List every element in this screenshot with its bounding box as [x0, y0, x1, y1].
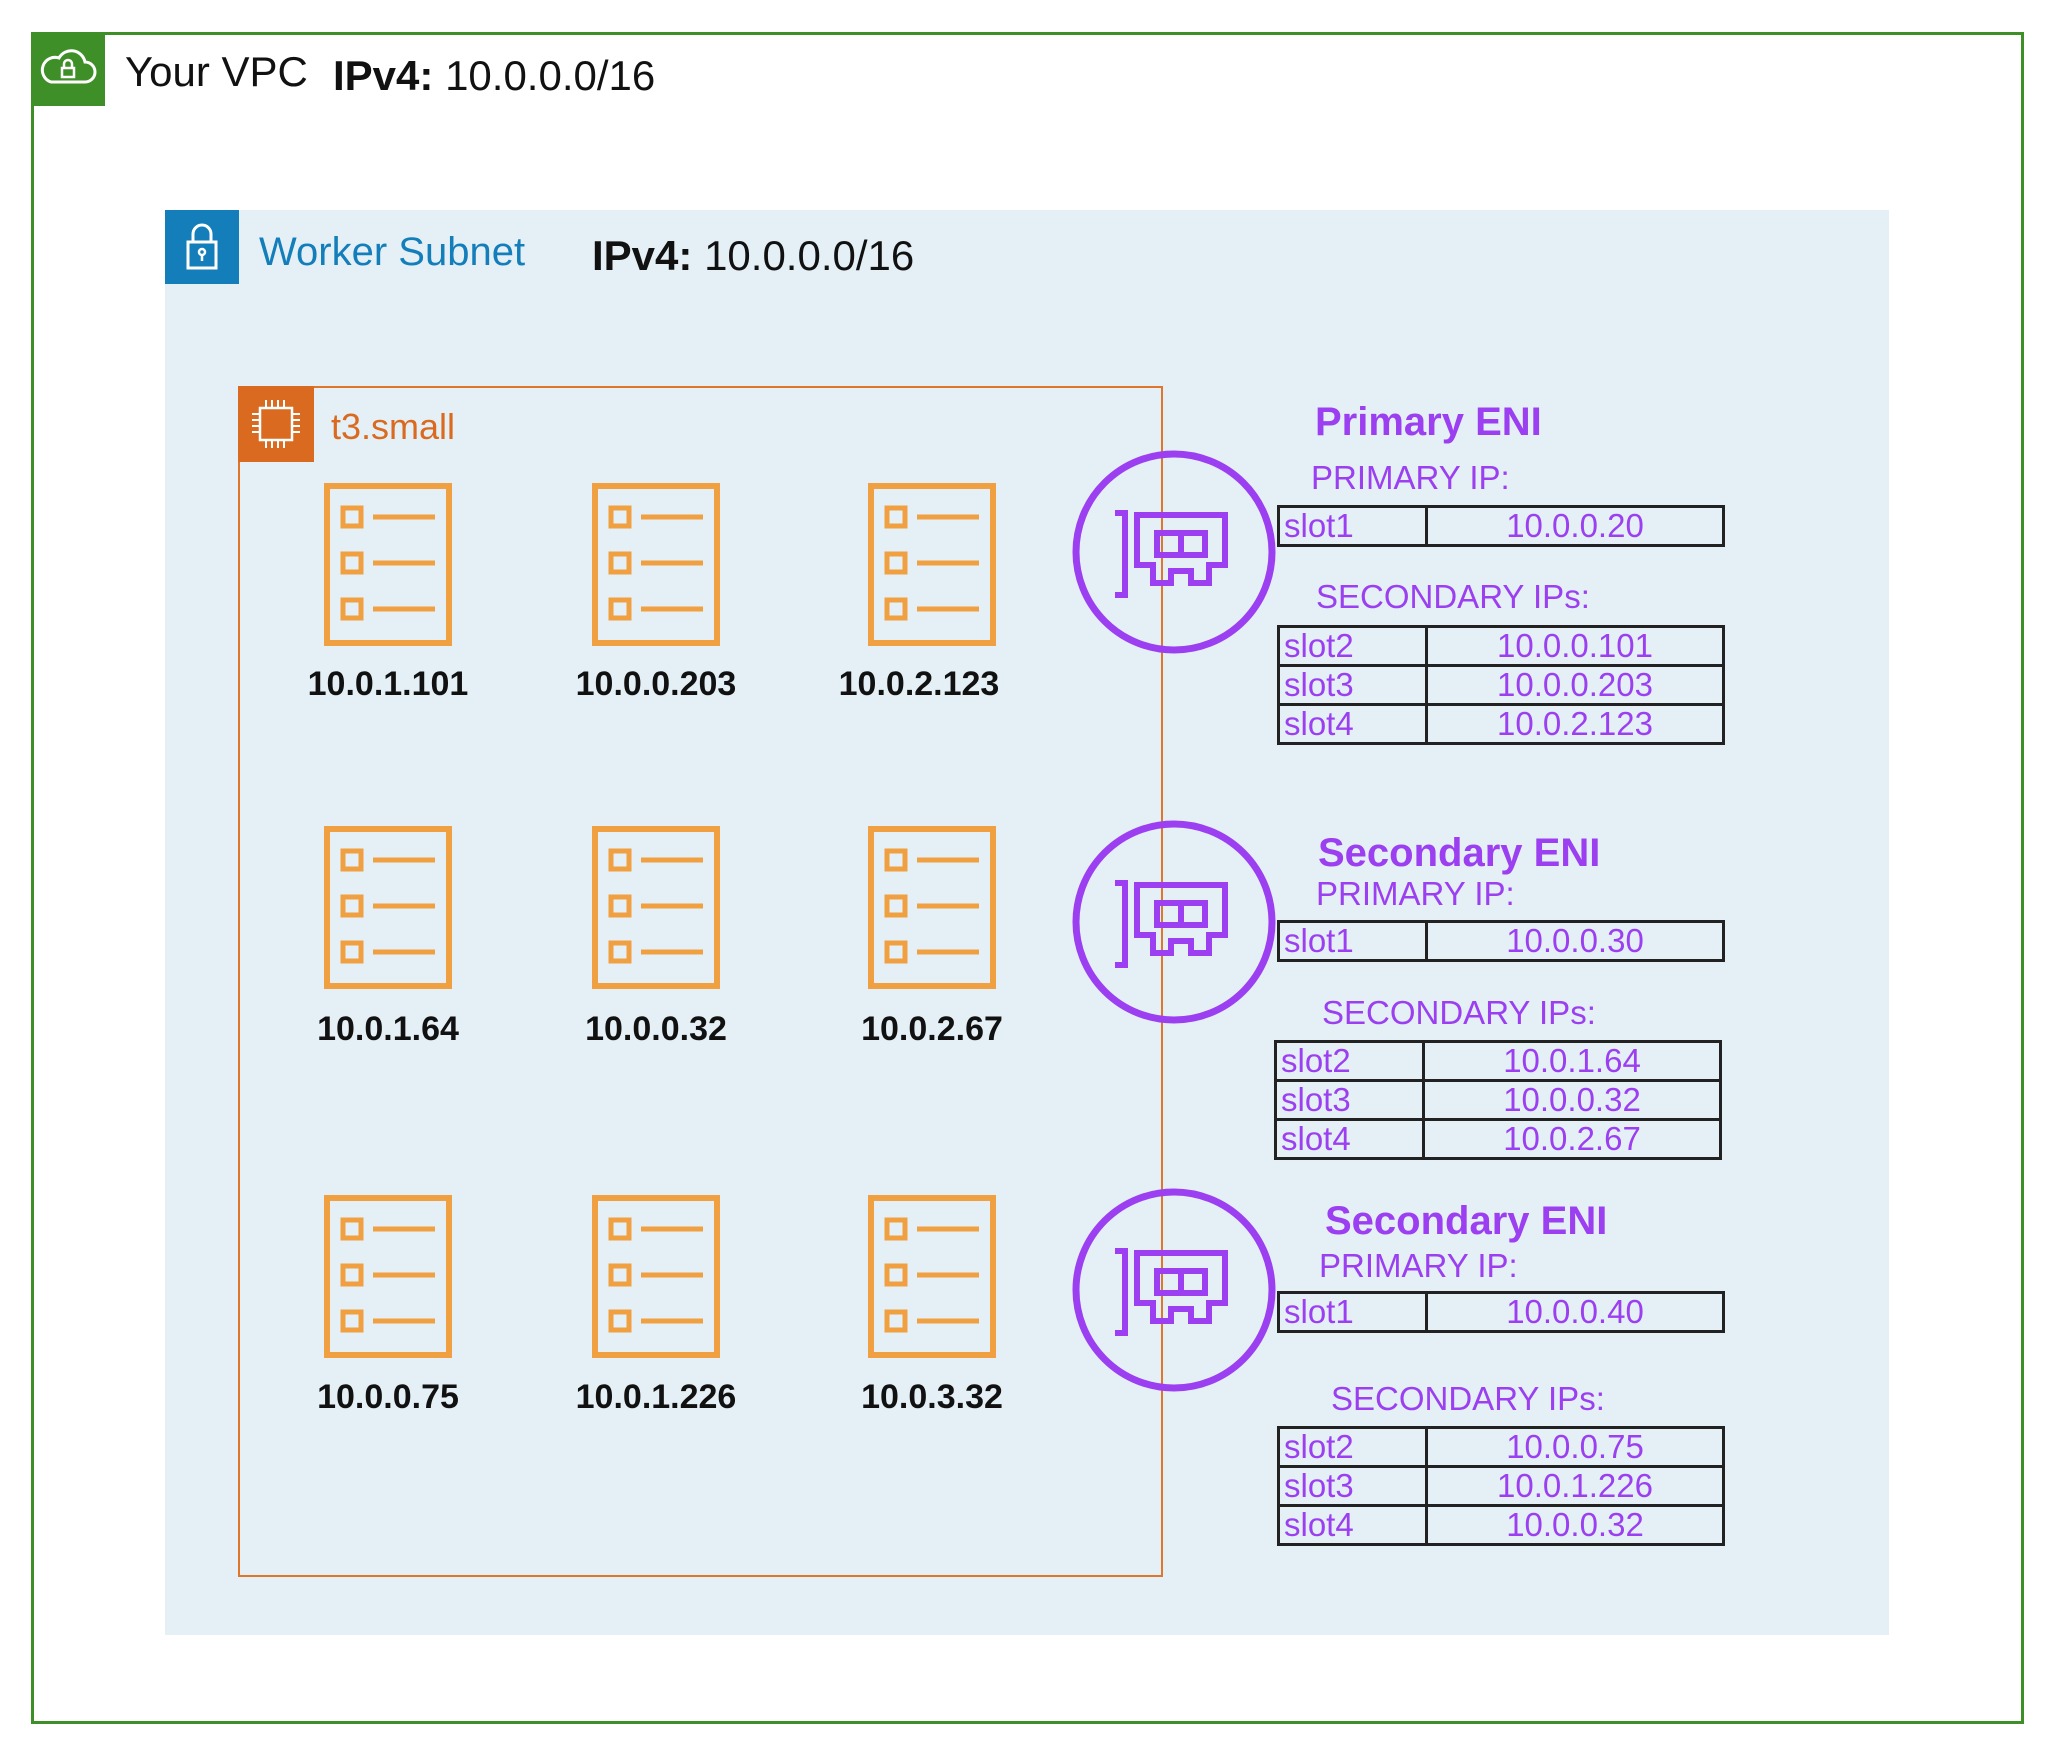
slot-cell: slot3 [1274, 1079, 1425, 1121]
subnet-cidr: IPv4: 10.0.0.0/16 [592, 232, 914, 280]
vpc-cidr-label: IPv4: [333, 52, 434, 99]
slot-cell: slot3 [1277, 664, 1428, 706]
primary-ip-label: PRIMARY IP: [1311, 459, 1510, 496]
pod-ip: 10.0.1.101 [307, 665, 469, 703]
subnet-cidr-label: IPv4: [592, 232, 693, 279]
slot-cell: slot4 [1277, 703, 1428, 745]
pod-ip: 10.0.3.32 [861, 1378, 1003, 1416]
instance-type: t3.small [331, 406, 456, 447]
ip-cell: 10.0.0.40 [1425, 1291, 1725, 1333]
eni-title: Primary ENI [1315, 400, 1542, 444]
network-interface-card-icon [1071, 1187, 1277, 1393]
pod-ip: 10.0.2.67 [861, 1010, 1003, 1048]
ip-cell: 10.0.0.20 [1425, 505, 1725, 547]
vpc-cidr-value: 10.0.0.0/16 [445, 52, 656, 99]
network-interface-card-icon [1071, 449, 1277, 655]
list-document-icon [867, 1194, 997, 1359]
pod-ip: 10.0.1.226 [575, 1378, 737, 1416]
pod-ip: 10.0.0.203 [575, 665, 737, 703]
list-document-icon [323, 825, 453, 990]
slot-cell: slot1 [1277, 920, 1428, 962]
vpc-title: Your VPC [125, 48, 308, 95]
slot-cell: slot1 [1277, 505, 1428, 547]
secondary-ips-label: SECONDARY IPs: [1331, 1380, 1605, 1417]
chip-icon [238, 386, 314, 462]
list-document-icon [323, 482, 453, 647]
slot-cell: slot4 [1274, 1118, 1425, 1160]
ip-cell: 10.0.1.64 [1422, 1040, 1722, 1082]
secondary-ips-label: SECONDARY IPs: [1322, 994, 1596, 1031]
eni-title: Secondary ENI [1318, 831, 1601, 875]
ip-cell: 10.0.0.30 [1425, 920, 1725, 962]
vpc-cloud-icon [31, 32, 105, 106]
ip-cell: 10.0.0.203 [1425, 664, 1725, 706]
list-document-icon [867, 825, 997, 990]
slot-cell: slot2 [1277, 1426, 1428, 1468]
ip-cell: 10.0.0.32 [1425, 1504, 1725, 1546]
ip-cell: 10.0.2.123 [1425, 703, 1725, 745]
pod-ip: 10.0.1.64 [317, 1010, 459, 1048]
ip-cell: 10.0.0.75 [1425, 1426, 1725, 1468]
ip-cell: 10.0.0.32 [1422, 1079, 1722, 1121]
ip-cell: 10.0.1.226 [1425, 1465, 1725, 1507]
network-interface-card-icon [1071, 819, 1277, 1025]
padlock-icon [165, 210, 239, 284]
slot-cell: slot4 [1277, 1504, 1428, 1546]
list-document-icon [591, 825, 721, 990]
primary-ip-label: PRIMARY IP: [1319, 1247, 1518, 1284]
slot-cell: slot1 [1277, 1291, 1428, 1333]
list-document-icon [323, 1194, 453, 1359]
ip-cell: 10.0.0.101 [1425, 625, 1725, 667]
secondary-ips-label: SECONDARY IPs: [1316, 578, 1590, 615]
subnet-cidr-value: 10.0.0.0/16 [704, 232, 915, 279]
pod-ip: 10.0.0.75 [317, 1378, 459, 1416]
subnet-title: Worker Subnet [259, 230, 526, 274]
vpc-group [31, 32, 2024, 1724]
slot-cell: slot3 [1277, 1465, 1428, 1507]
pod-ip: 10.0.2.123 [838, 665, 1000, 703]
ec2-instance [238, 386, 1163, 1577]
list-document-icon [591, 482, 721, 647]
primary-ip-label: PRIMARY IP: [1316, 875, 1515, 912]
list-document-icon [591, 1194, 721, 1359]
slot-cell: slot2 [1277, 625, 1428, 667]
pod-ip: 10.0.0.32 [585, 1010, 727, 1048]
slot-cell: slot2 [1274, 1040, 1425, 1082]
eni-title: Secondary ENI [1325, 1199, 1608, 1243]
vpc-cidr: IPv4: 10.0.0.0/16 [333, 52, 655, 100]
ip-cell: 10.0.2.67 [1422, 1118, 1722, 1160]
list-document-icon [867, 482, 997, 647]
